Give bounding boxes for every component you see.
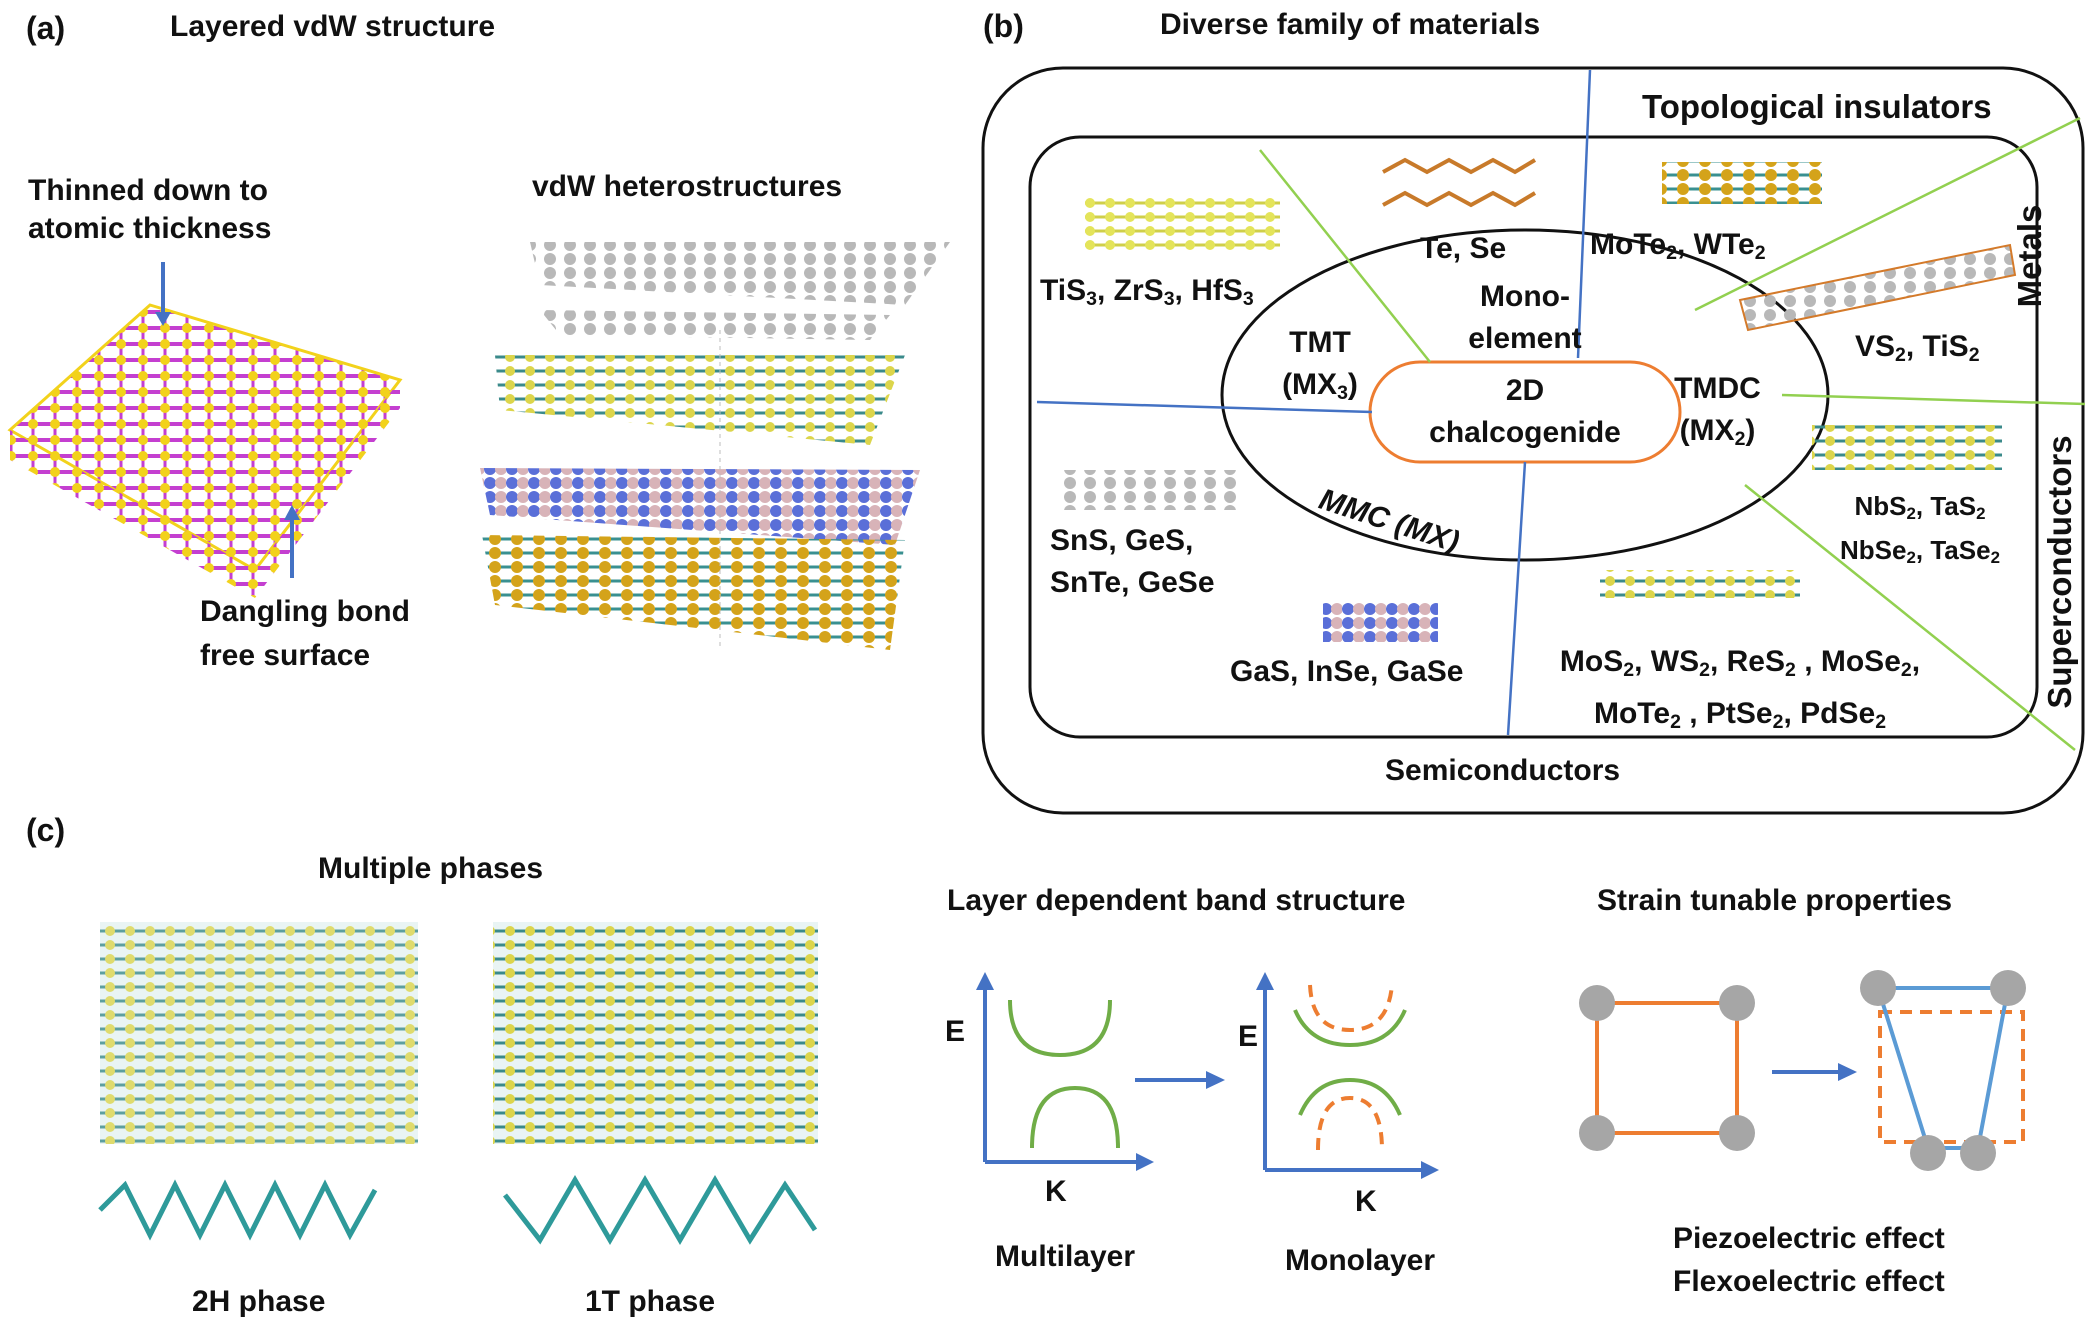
axis-k-multilayer: K (1045, 1175, 1067, 1208)
structure-vs2-icon (1738, 243, 2017, 332)
category-dividers (1036, 69, 2086, 751)
hetero-title: vdW heterostructures (532, 170, 843, 203)
piezo-label: Piezoelectric effect (1673, 1222, 1945, 1255)
monolayer-label: Monolayer (1285, 1244, 1436, 1277)
thin-label: Thinned down to atomic thickness (28, 174, 272, 245)
structure-tis3-icon (1085, 198, 1280, 253)
structure-nbs2-icon (1812, 425, 2002, 470)
strain-square (1579, 985, 1755, 1151)
group-mono: Mono-element (1468, 280, 1582, 355)
material-gas: GaS, InSe, GaSe (1230, 655, 1464, 688)
panel-a-title: Layered vdW structure (170, 10, 496, 43)
group-ellipse (1220, 228, 1830, 562)
phases-title: Multiple phases (318, 852, 544, 885)
group-tmdc: TMDC(MX2) (1674, 372, 1761, 450)
inner-boundary (1028, 135, 2039, 739)
panel-b-title: Diverse family of materials (1160, 8, 1541, 41)
outer-boundary (981, 66, 2085, 815)
phase-2h-sideview (98, 1179, 378, 1241)
material-vs2: VS2, TiS2 (1855, 330, 1980, 366)
band-multilayer-plot (976, 972, 1154, 1171)
axis-k-monolayer: K (1355, 1185, 1377, 1218)
panel-b-tag: (b) (983, 8, 1024, 44)
dangling-label: Dangling bond free surface (200, 595, 410, 672)
phase-2h-topview (100, 922, 418, 1144)
panel-c-tag: (c) (26, 812, 66, 848)
strain-arrow (1772, 1063, 1857, 1081)
axis-e-monolayer: E (1238, 1020, 1259, 1053)
category-metals: Metals (2011, 204, 2048, 308)
heterostructure-illustration (480, 242, 950, 650)
phase-1t-topview (493, 922, 818, 1144)
material-sns: SnS, GeS,SnTe, GeSe (1050, 524, 1215, 599)
group-tmt: TMT(MX3) (1282, 326, 1358, 404)
structure-mote2-icon (1662, 162, 1822, 204)
flexo-label: Flexoelectric effect (1673, 1265, 1945, 1298)
material-mote2: MoTe2, WTe2 (1590, 228, 1766, 264)
panel-a-tag: (a) (26, 10, 66, 46)
structure-sns-icon (1058, 470, 1238, 510)
category-superconductors: Superconductors (2041, 435, 2078, 709)
band-title: Layer dependent band structure (947, 884, 1406, 917)
phase-1t-sideview (503, 1175, 818, 1245)
axis-e-multilayer: E (945, 1015, 966, 1048)
band-monolayer-plot (1256, 972, 1439, 1179)
layered-sheet-illustration (7, 303, 403, 598)
center-label: 2D chalcogenide (1429, 374, 1621, 449)
multilayer-label: Multilayer (995, 1240, 1136, 1273)
phase-2h-label: 2H phase (192, 1285, 326, 1318)
category-semiconductors: Semiconductors (1385, 754, 1621, 787)
phase-1t-label: 1T phase (585, 1285, 716, 1318)
band-arrow (1135, 1071, 1225, 1089)
strain-trapezoid (1860, 970, 2026, 1171)
strain-title: Strain tunable properties (1597, 884, 1953, 917)
structure-tese-icon (1382, 157, 1537, 208)
material-tis3: TiS3, ZrS3, HfS3 (1040, 274, 1254, 310)
material-tese: Te, Se (1420, 232, 1507, 265)
structure-gas-icon (1323, 602, 1438, 642)
structure-mos2-icon (1600, 570, 1800, 598)
category-topological: Topological insulators (1642, 88, 1992, 125)
material-mos2: MoS2, WS2, ReS2 , MoSe2,MoTe2 , PtSe2, P… (1559, 645, 1921, 733)
